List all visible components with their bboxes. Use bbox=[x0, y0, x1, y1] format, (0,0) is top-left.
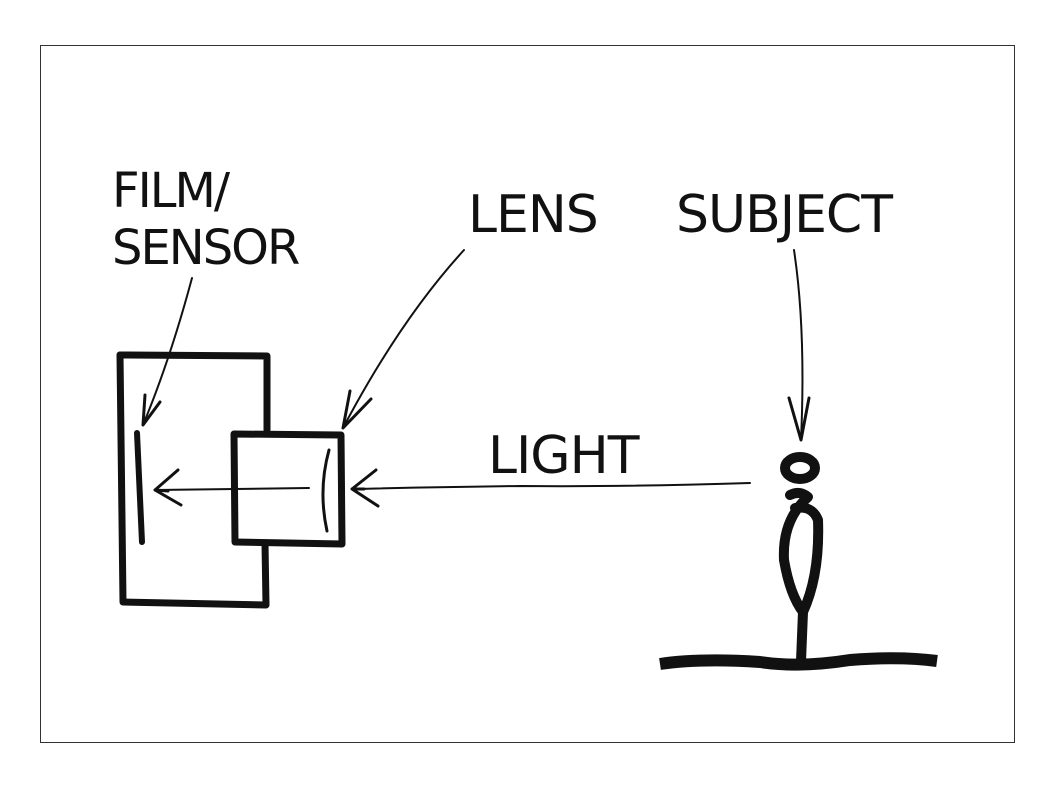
film-label-line1: FILM/ bbox=[112, 163, 231, 219]
light-ray-outer-arrowhead bbox=[350, 468, 380, 508]
subject-leg bbox=[796, 607, 808, 666]
subject-body bbox=[778, 487, 824, 617]
subject-label: SUBJECT bbox=[676, 185, 893, 245]
lens-element bbox=[321, 448, 331, 533]
light-ray-inner bbox=[154, 487, 310, 491]
film-pointer-arrowhead bbox=[141, 393, 162, 427]
film-pointer-line bbox=[142, 277, 193, 426]
lens-pointer-arrowhead bbox=[341, 389, 373, 430]
ground-line bbox=[659, 652, 938, 671]
diagram-frame bbox=[40, 45, 1015, 743]
lens-barrel bbox=[230, 430, 346, 548]
lens-pointer-line bbox=[342, 249, 465, 429]
lens-label: LENS bbox=[468, 185, 598, 245]
light-ray-inner-arrowhead bbox=[153, 468, 183, 507]
film-sensor-plane bbox=[134, 430, 145, 545]
subject-pointer-arrowhead bbox=[787, 396, 811, 442]
subject-head bbox=[780, 452, 820, 484]
film-label-line2: SENSOR bbox=[112, 220, 299, 276]
subject-pointer-line bbox=[793, 249, 804, 441]
light-label: LIGHT bbox=[488, 426, 640, 486]
light-ray-outer bbox=[351, 482, 751, 490]
